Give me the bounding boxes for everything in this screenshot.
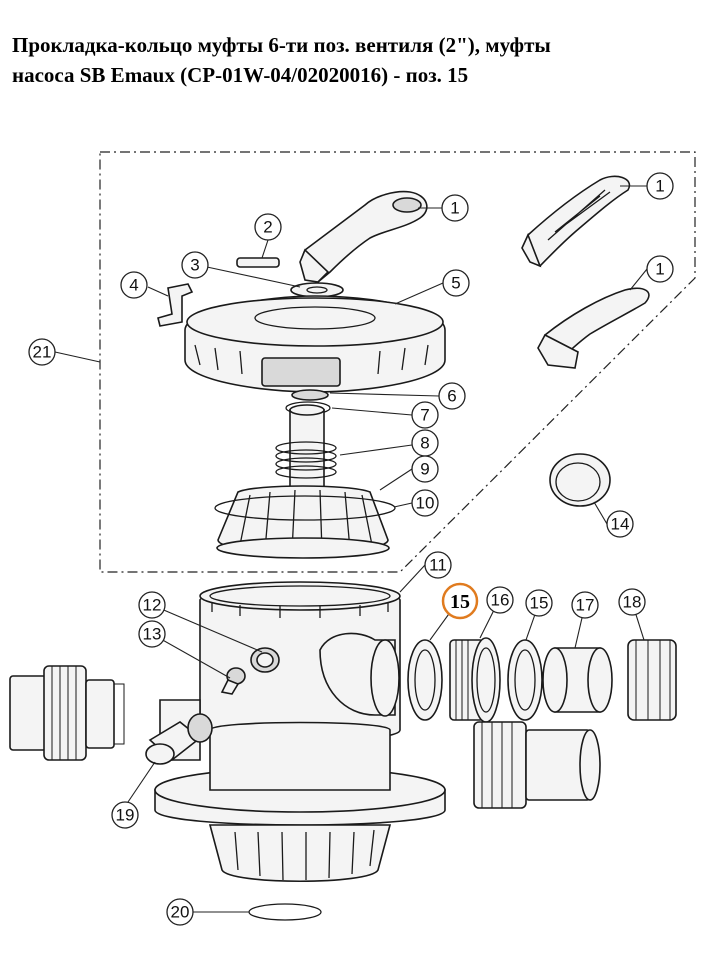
callout-label: 15 (530, 594, 549, 613)
callout-label: 13 (143, 625, 162, 644)
clip (157, 283, 194, 327)
callout-label: 1 (655, 177, 664, 196)
callout-label: 20 (171, 903, 190, 922)
callout-14: 14 (606, 510, 634, 538)
callout-label: 16 (491, 591, 510, 610)
callout-label: 7 (420, 406, 429, 425)
callout-label: 6 (447, 387, 456, 406)
callout-12: 12 (138, 591, 166, 619)
rotor-disk (216, 485, 390, 559)
assembled-union-lower (473, 721, 601, 809)
callout-5: 5 (442, 269, 470, 297)
union-nut-threaded (449, 637, 501, 723)
callout-label: 14 (611, 515, 630, 534)
assembly-boundary-dashed (99, 151, 696, 573)
union-gasket-ring-b (507, 639, 543, 721)
callout-4: 4 (120, 271, 148, 299)
union-gasket-ring-a (407, 639, 443, 721)
shaft-gasket (291, 389, 329, 401)
title-line-1: Прокладка-кольцо муфты 6-ти поз. вентиля… (12, 33, 551, 57)
callout-label: 2 (263, 218, 272, 237)
callout-label: 18 (623, 593, 642, 612)
callout-11: 11 (424, 551, 452, 579)
callout-10: 10 (411, 489, 439, 517)
handle-main (299, 190, 428, 283)
callout-17: 17 (571, 591, 599, 619)
pin (236, 257, 280, 268)
callout-9: 9 (411, 455, 439, 483)
callout-label: 19 (116, 806, 135, 825)
handle-grip-top (521, 175, 631, 268)
valve-cover (184, 295, 446, 393)
callout-18: 18 (618, 588, 646, 616)
callout-1c: 1 (646, 255, 674, 283)
callout-8: 8 (411, 429, 439, 457)
left-union (9, 665, 125, 761)
union-gasket-small (549, 453, 611, 507)
callout-label: 10 (416, 494, 435, 513)
valve-base (154, 721, 446, 826)
washer (290, 282, 344, 298)
title-line-2: насоса SB Emaux (CP-01W-04/02020016) - п… (12, 63, 469, 87)
callout-label: 21 (33, 343, 52, 362)
page-title: Прокладка-кольцо муфты 6-ти поз. вентиля… (12, 30, 712, 90)
callout-label: 11 (429, 556, 447, 575)
callout-label: 8 (420, 434, 429, 453)
rotor-gasket (214, 495, 396, 521)
drain-plug (220, 667, 246, 695)
callout-20: 20 (166, 898, 194, 926)
callout-19: 19 (111, 801, 139, 829)
callout-2: 2 (254, 213, 282, 241)
handle-grip-bottom (537, 287, 650, 369)
callout-13: 13 (138, 620, 166, 648)
base-oring (248, 903, 322, 921)
union-nut (627, 639, 677, 721)
callout-1a: 1 (441, 194, 469, 222)
union-tailpiece (542, 647, 613, 713)
callout-7: 7 (411, 401, 439, 429)
callout-1b: 1 (646, 172, 674, 200)
callout-label: 12 (143, 596, 162, 615)
callout-label: 4 (129, 276, 138, 295)
callout-label: 1 (450, 199, 459, 218)
callout-3: 3 (181, 251, 209, 279)
callout-label: 9 (420, 460, 429, 479)
callout-label: 17 (576, 596, 595, 615)
callout-16: 16 (486, 586, 514, 614)
callout-15: 15 (525, 589, 553, 617)
callout-6: 6 (438, 382, 466, 410)
strainer-basket (208, 824, 392, 883)
callout-label: 1 (655, 260, 664, 279)
pressure-fitting (145, 713, 213, 765)
callout-label: 3 (190, 256, 199, 275)
sight-glass (250, 647, 280, 673)
callout-21: 21 (28, 338, 56, 366)
callout-label: 5 (451, 274, 460, 293)
spring (275, 441, 337, 479)
callout-15-highlighted: 15 (441, 582, 479, 620)
callout-label-highlight: 15 (450, 591, 470, 613)
